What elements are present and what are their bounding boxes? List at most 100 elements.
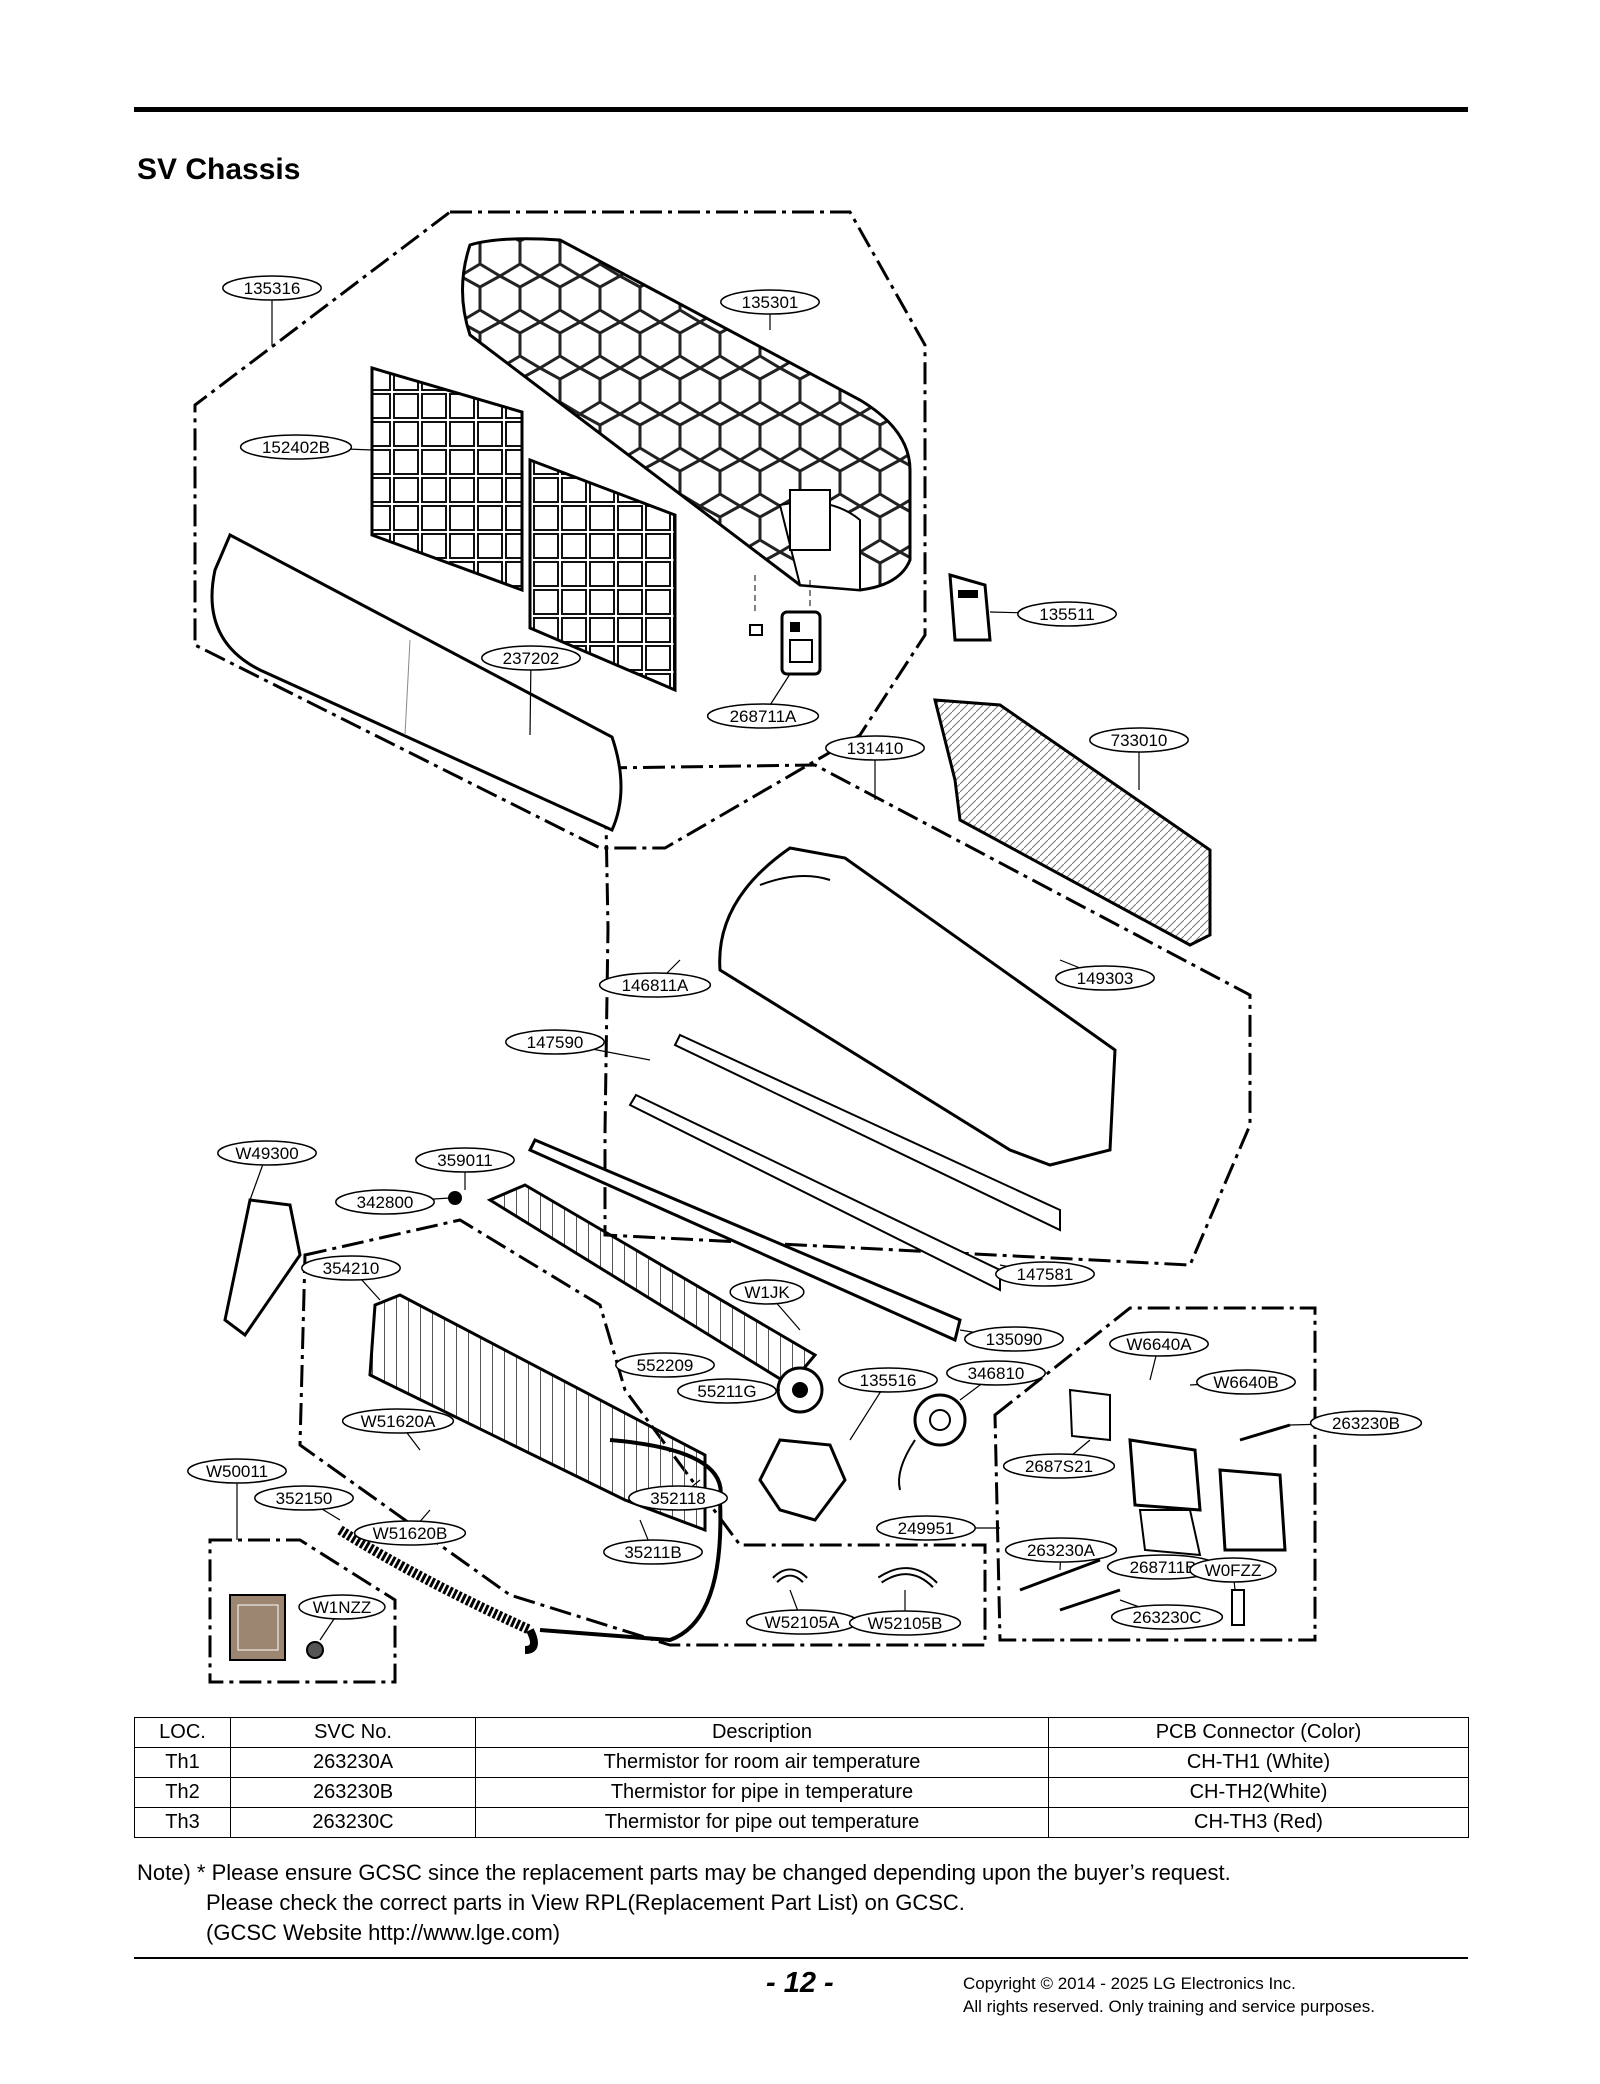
callout-oval	[598, 972, 712, 998]
note-line-3: (GCSC Website http://www.lge.com)	[206, 1920, 561, 1945]
page-number: - 12 -	[766, 1967, 834, 1999]
callout-label: 352150	[276, 1489, 333, 1508]
callout-label: W52105A	[765, 1613, 840, 1632]
note-line-2: Please check the correct parts in View R…	[206, 1890, 965, 1915]
callout-oval	[298, 1594, 386, 1620]
callout-oval	[964, 1326, 1064, 1352]
callout-oval	[217, 1140, 317, 1166]
cell-svc-no: 263230C	[230, 1807, 476, 1838]
callout-label: W1NZZ	[313, 1598, 372, 1617]
part-callout: 268711A	[706, 673, 820, 729]
part-callout: 152402B	[239, 434, 373, 460]
callout-oval	[995, 1261, 1095, 1287]
callout-oval	[481, 645, 581, 671]
part-callout: 249951	[876, 1515, 1000, 1541]
callout-label: 346810	[968, 1364, 1025, 1383]
callout-oval	[1309, 1410, 1423, 1436]
header-pcb-connector: PCB Connector (Color)	[1048, 1717, 1469, 1748]
part-callout: 35211B	[603, 1519, 703, 1565]
callout-label: W52105B	[868, 1614, 943, 1633]
callout-label: W6640B	[1213, 1373, 1278, 1392]
front-panel-group-frame	[193, 210, 927, 850]
vane-part	[527, 1033, 1061, 1343]
cell-svc-no: 263230B	[230, 1777, 476, 1808]
callout-label: 152402B	[262, 438, 330, 457]
callout-oval	[1089, 727, 1189, 753]
part-callout: 131410	[825, 735, 925, 800]
part-callout: 135090	[959, 1326, 1064, 1352]
cell-pcb-connector: CH-TH2(White)	[1048, 1777, 1469, 1808]
callout-oval	[239, 434, 353, 460]
callout-label: 146811A	[622, 976, 689, 995]
callout-label: 354210	[323, 1259, 380, 1278]
callout-label: 131410	[847, 739, 904, 758]
callout-label: 263230C	[1132, 1608, 1201, 1627]
part-callout: W49300	[217, 1140, 317, 1201]
copyright-line-1: Copyright © 2014 - 2025 LG Electronics I…	[963, 1974, 1296, 1993]
installation-kit-part	[229, 1594, 324, 1661]
part-callout: 346810	[946, 1360, 1046, 1401]
cell-description: Thermistor for room air temperature	[475, 1747, 1049, 1778]
part-callout: 342800	[335, 1189, 451, 1215]
part-callout: 552209	[615, 1352, 715, 1378]
part-callout: 147590	[505, 1029, 651, 1061]
callout-label: 55211G	[697, 1382, 756, 1401]
callout-label: 135090	[986, 1330, 1043, 1349]
callout-oval	[1196, 1369, 1296, 1395]
copyright-line-2: All rights reserved. Only training and s…	[963, 1997, 1375, 2016]
control-box-part	[1068, 1388, 1291, 1557]
callout-oval	[505, 1029, 605, 1055]
header-svc-no: SVC No.	[230, 1717, 476, 1748]
callout-label: W51620A	[361, 1412, 436, 1431]
callout-oval	[341, 1408, 455, 1434]
table-header-row: LOC. SVC No. Description PCB Connector (…	[134, 1717, 1469, 1748]
part-callout: 354210	[301, 1255, 401, 1301]
callout-label: W49300	[235, 1144, 298, 1163]
connector-tube-parts	[772, 1567, 938, 1588]
copyright: Copyright © 2014 - 2025 LG Electronics I…	[963, 1972, 1375, 2018]
callout-oval	[1055, 965, 1155, 991]
callout-label: 268711A	[730, 707, 797, 726]
cell-pcb-connector: CH-TH1 (White)	[1048, 1747, 1469, 1778]
installation-kit-group-frame	[208, 1538, 397, 1684]
part-callout: W6640A	[1109, 1331, 1209, 1381]
callout-label: W6640A	[1126, 1335, 1192, 1354]
group-frames	[193, 210, 1317, 1684]
drain-hose-part	[337, 1525, 538, 1654]
callout-label: 342800	[357, 1193, 414, 1212]
callout-label: 552209	[637, 1356, 694, 1375]
header-description: Description	[475, 1717, 1049, 1748]
callout-label: W0FZZ	[1205, 1561, 1262, 1580]
part-callout: 359011	[415, 1147, 515, 1190]
part-callout: 237202	[481, 645, 581, 736]
fan-motor-part	[898, 1393, 967, 1491]
callout-oval	[838, 1367, 938, 1393]
front-grille-part	[461, 237, 912, 592]
part-callout: 135316	[222, 275, 322, 345]
part-callout: W50011	[187, 1458, 287, 1540]
callout-oval	[415, 1147, 515, 1173]
table-row: Th1 263230A Thermistor for room air temp…	[134, 1747, 1469, 1778]
part-callout: W0FZZ	[1189, 1557, 1277, 1591]
callout-oval	[187, 1458, 287, 1484]
exploded-parts-diagram: 135316135301152402B135511237202268711A13…	[187, 210, 1423, 1684]
callout-oval	[628, 1485, 728, 1511]
callout-oval	[1109, 1331, 1209, 1357]
callout-label: W50011	[206, 1462, 268, 1481]
cell-description: Thermistor for pipe out temperature	[475, 1807, 1049, 1838]
callout-leader-line	[529, 657, 532, 736]
top-rule	[134, 107, 1468, 112]
cell-loc: Th2	[134, 1777, 231, 1808]
callout-oval	[825, 735, 925, 761]
part-callout: 149303	[1055, 959, 1155, 991]
air-filter-part	[370, 365, 677, 693]
callout-label: 733010	[1111, 731, 1168, 750]
callout-oval	[301, 1255, 401, 1281]
callout-oval	[222, 275, 322, 301]
thermistor-table: LOC. SVC No. Description PCB Connector (…	[134, 1717, 1469, 1838]
callout-oval	[729, 1279, 805, 1305]
table-row: Th2 263230B Thermistor for pipe in tempe…	[134, 1777, 1469, 1808]
callout-label: 135316	[244, 279, 301, 298]
callout-label: 249951	[898, 1519, 955, 1538]
part-callout: 733010	[1089, 727, 1189, 790]
